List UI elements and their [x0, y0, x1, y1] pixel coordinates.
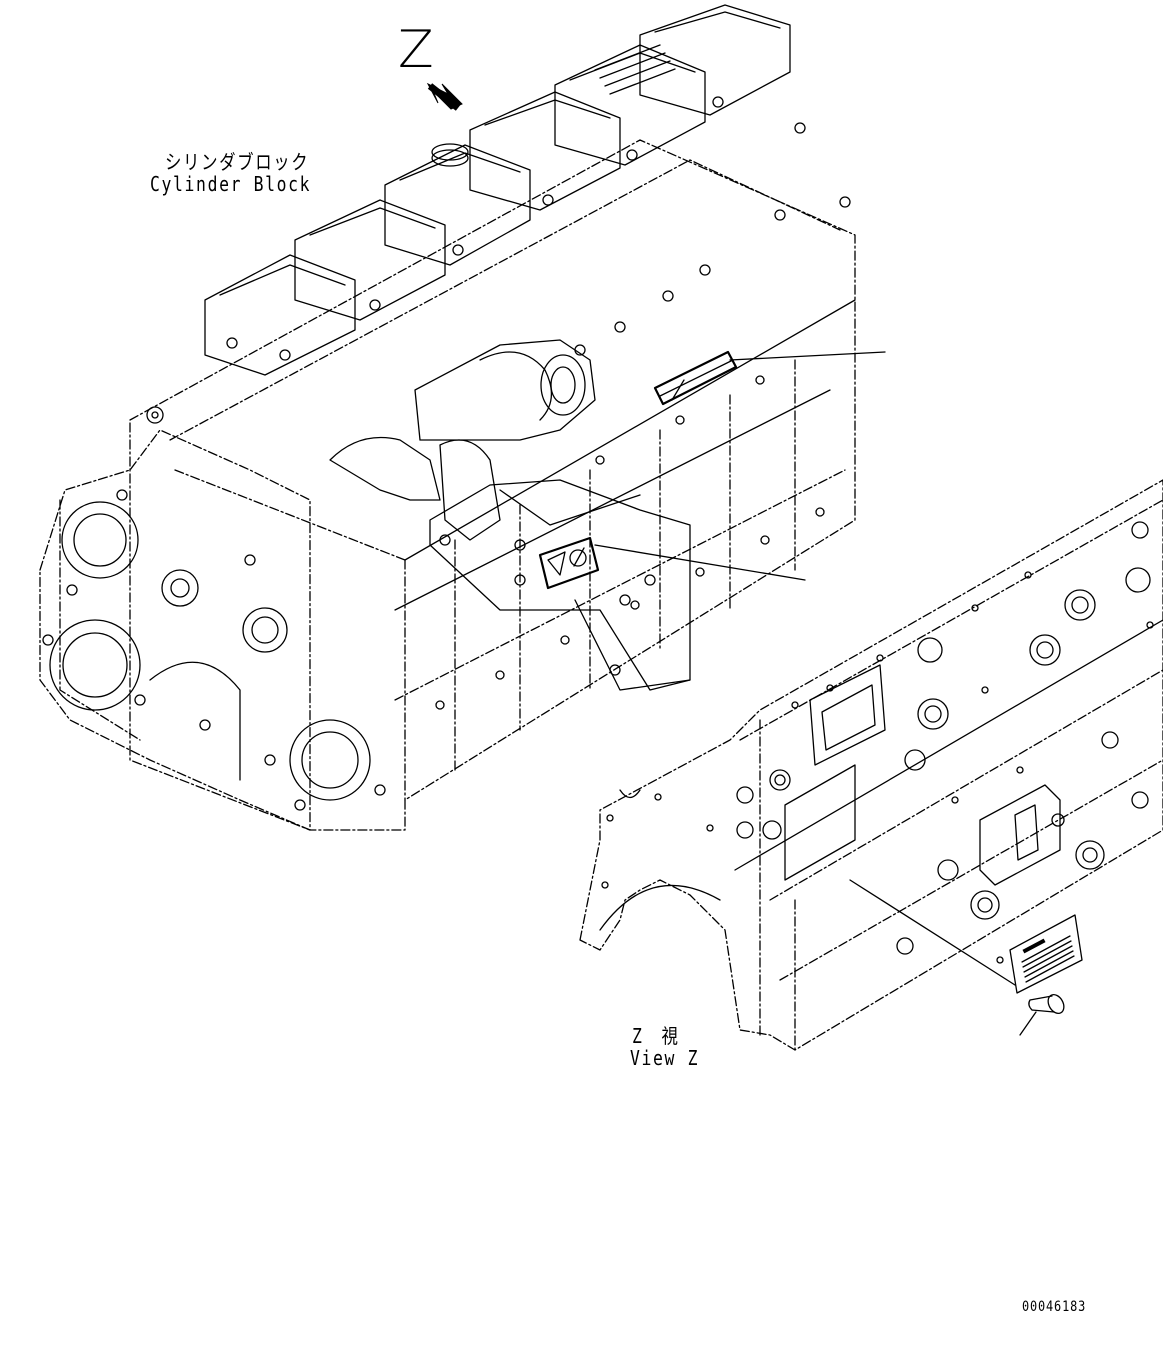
view-letter-z: Z	[398, 20, 434, 80]
drive-screw	[1019, 994, 1065, 1036]
drawing-number: 00046183	[1022, 1299, 1087, 1315]
cylinder-block-drawing	[39, 4, 886, 831]
view-z-label-jp: Z 視	[632, 1024, 680, 1048]
cylinder-block-label-jp: シリンダブロック	[165, 150, 310, 174]
warning-label-plate	[538, 536, 600, 590]
nameplate	[1009, 914, 1083, 994]
upper-label-leader	[729, 351, 886, 361]
valve-cover-group	[204, 4, 791, 376]
view-z-drawing	[579, 479, 1163, 1051]
warning-label-leader	[594, 544, 806, 581]
upper-label-plate	[653, 350, 738, 406]
view-z-arrow	[426, 82, 463, 111]
cylinder-block-label-en: Cylinder Block	[150, 172, 312, 196]
view-z-label-en: View Z	[630, 1046, 700, 1070]
nameplate-leader	[849, 879, 1016, 986]
